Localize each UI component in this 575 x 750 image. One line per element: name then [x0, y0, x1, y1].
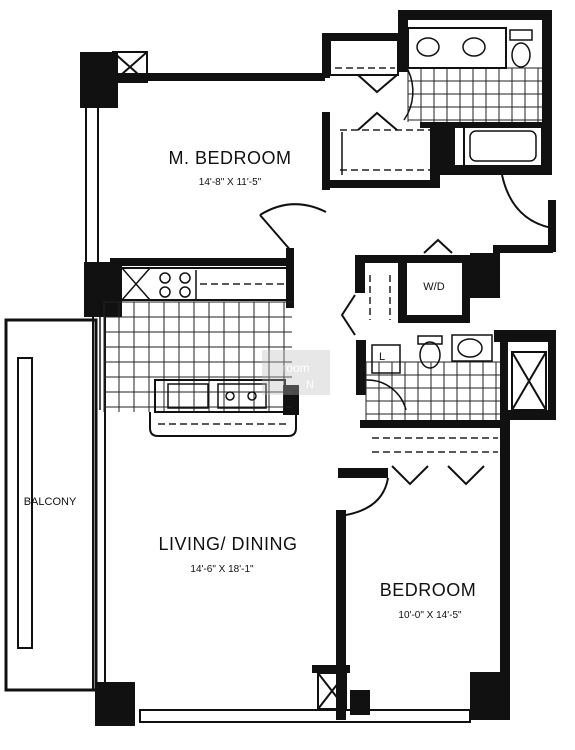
linen-label: L: [379, 351, 385, 363]
master-bedroom-label: M. BEDROOM: [168, 148, 291, 168]
kitchen: [119, 267, 297, 437]
watermark: room N: [262, 350, 330, 395]
tile-grids: [103, 67, 542, 420]
master-bedroom-dimensions: 14'-8" X 11'-5": [199, 177, 262, 188]
bedroom-dimensions: 10'-0" X 14'-5": [398, 610, 462, 621]
watermark-text: room: [282, 361, 309, 375]
balcony-label: BALCONY: [24, 496, 77, 508]
living-dining-label: LIVING/ DINING: [158, 534, 297, 554]
bath1-fixtures: [403, 27, 543, 167]
swing-doors: [259, 174, 553, 516]
bath2-fixtures: [365, 334, 493, 411]
bedroom-label: BEDROOM: [380, 580, 477, 600]
labels: M. BEDROOM 14'-8" X 11'-5" LIVING/ DININ…: [24, 148, 477, 621]
living-dining-dimensions: 14'-6" X 18'-1": [190, 564, 254, 575]
bifold-doors: [340, 74, 485, 486]
watermark-subtext: N: [306, 379, 314, 391]
shaft-boxes: [112, 51, 547, 710]
balcony: [4, 318, 98, 692]
laundry-label: W/D: [423, 281, 444, 293]
closets: [99, 39, 498, 453]
